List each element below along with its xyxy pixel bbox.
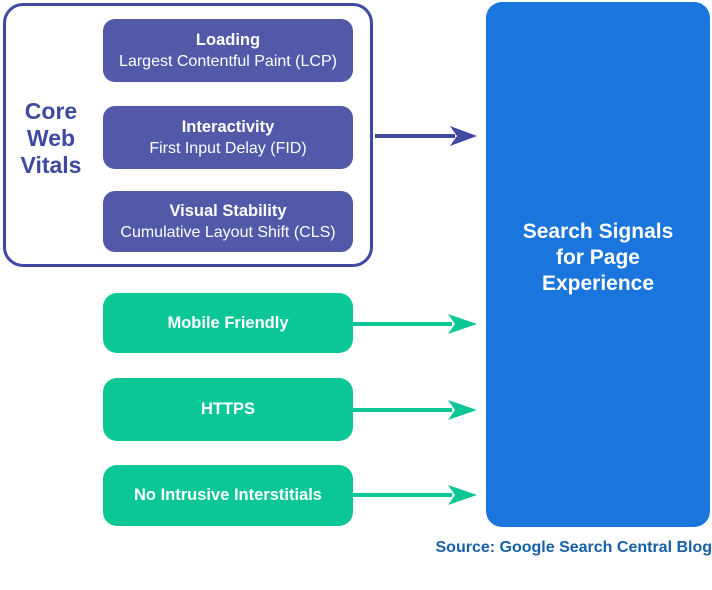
core-web-vitals-group-outline: [3, 3, 373, 267]
source-credit: Source: Google Search Central Blog: [435, 539, 712, 556]
node-interactivity-title: Interactivity: [181, 117, 275, 136]
arrow-no-intrusive-interstitials-icon: [352, 483, 477, 507]
node-search-signals-label: Search Signals for Page Experience: [522, 219, 674, 295]
node-loading-title: Loading: [195, 30, 261, 49]
arrow-https-icon: [352, 398, 477, 422]
arrow-mobile-friendly-icon: [352, 312, 477, 336]
node-no-intrusive-interstitials: No Intrusive Interstitials: [103, 465, 353, 526]
node-interactivity-subtitle: First Input Delay (FID): [149, 139, 307, 157]
node-loading: Loading Largest Contentful Paint (LCP): [103, 19, 353, 82]
node-search-signals: Search Signals for Page Experience: [486, 2, 710, 527]
node-loading-subtitle: Largest Contentful Paint (LCP): [119, 52, 337, 70]
node-https-label: HTTPS: [200, 400, 256, 418]
node-no-intrusive-interstitials-label: No Intrusive Interstitials: [134, 486, 322, 504]
core-web-vitals-label: Core Web Vitals: [20, 98, 82, 178]
node-https: HTTPS: [103, 378, 353, 441]
node-interactivity: Interactivity First Input Delay (FID): [103, 106, 353, 169]
node-visual-stability-title: Visual Stability: [169, 201, 287, 220]
node-mobile-friendly-label: Mobile Friendly: [167, 313, 289, 332]
node-mobile-friendly: Mobile Friendly: [103, 293, 353, 353]
node-visual-stability: Visual Stability Cumulative Layout Shift…: [103, 191, 353, 252]
arrow-core-web-vitals-icon: [375, 124, 477, 148]
node-visual-stability-subtitle: Cumulative Layout Shift (CLS): [120, 223, 336, 241]
